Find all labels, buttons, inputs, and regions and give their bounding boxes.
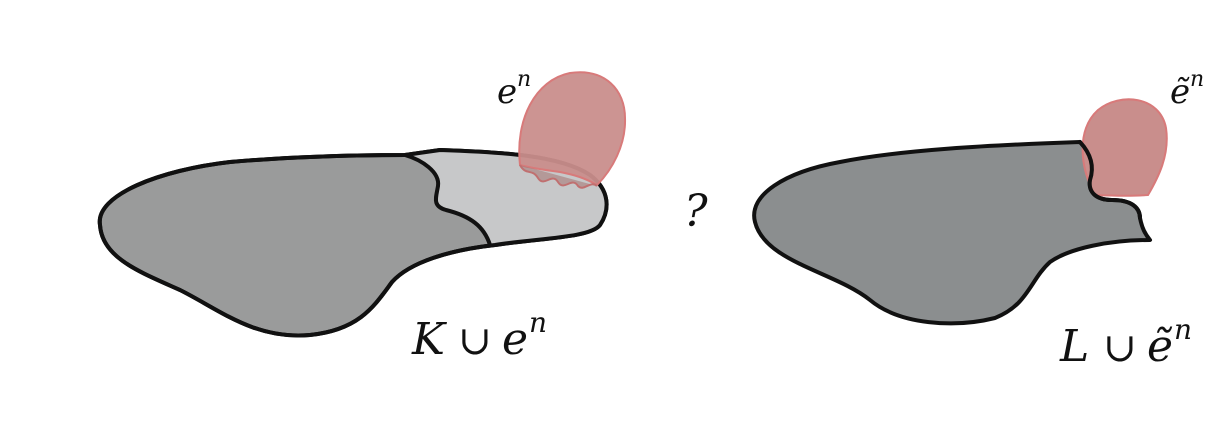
right-caption-l: L xyxy=(1059,321,1089,372)
cell-en-tilde xyxy=(1081,98,1168,197)
left-caption-k: K xyxy=(411,314,447,365)
left-caption-sup: n xyxy=(529,306,547,339)
complex-l-notch xyxy=(1078,140,1142,220)
internal-boundary xyxy=(403,153,492,247)
left-caption-union: ∪ xyxy=(458,318,492,364)
cell-en-tilde-label: ẽ xyxy=(1170,72,1190,112)
cell-en xyxy=(518,71,627,187)
right-caption-union: ∪ xyxy=(1103,325,1137,371)
left-caption-e: e xyxy=(502,314,528,365)
right-complex: ẽ n L ∪ ẽ n xyxy=(752,67,1204,372)
question-mark: ? xyxy=(684,186,708,237)
cell-en-label: e xyxy=(497,72,517,112)
cell-attaching-map xyxy=(519,164,598,189)
complex-k-outline xyxy=(97,148,609,338)
right-caption-sup: n xyxy=(1174,313,1192,346)
right-caption-e: ẽ xyxy=(1147,321,1173,372)
cell-en-tilde-label-sup: n xyxy=(1190,67,1204,92)
left-complex: e n K ∪ e n xyxy=(97,67,627,365)
attaching-region xyxy=(405,150,606,245)
cell-en-label-sup: n xyxy=(517,67,531,92)
